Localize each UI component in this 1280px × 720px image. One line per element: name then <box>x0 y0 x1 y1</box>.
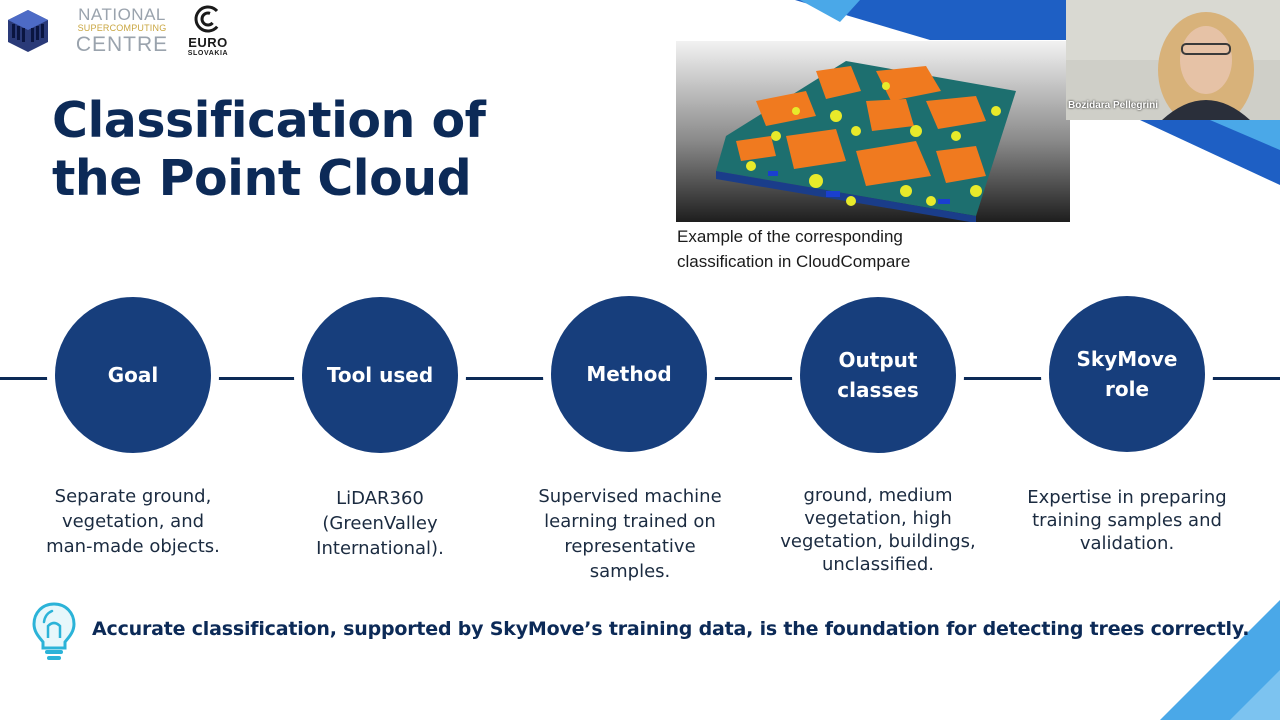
step-description-goal: Separate ground, vegetation, and man-mad… <box>23 484 243 559</box>
eurocc-emblem-icon <box>194 5 222 33</box>
desc-line: LiDAR360 <box>336 488 424 509</box>
webcam-tile[interactable]: Bozidara Pellegrini <box>1066 0 1280 120</box>
euro-logo: EURO SLOVAKIA <box>184 4 232 57</box>
ncc-logo-line2: SUPERCOMPUTING <box>77 23 167 33</box>
desc-line: training samples and <box>1032 510 1222 531</box>
desc-line: ground, medium <box>803 485 953 506</box>
desc-line: Separate ground, <box>54 486 212 507</box>
slide-title: Classification of the Point Cloud <box>52 92 572 208</box>
desc-line: unclassified. <box>821 554 935 575</box>
image-caption-line2: classification in CloudCompare <box>677 252 911 271</box>
desc-line: Expertise in preparing <box>1027 487 1227 508</box>
desc-line: vegetation, and <box>61 511 205 532</box>
step-label-line2: classes <box>837 378 919 402</box>
slide-title-line1: Classification of <box>52 92 486 149</box>
footer-statement: Accurate classification, supported by Sk… <box>92 618 1250 640</box>
point-cloud-image <box>676 41 1070 222</box>
desc-line: International). <box>316 538 444 559</box>
step-description-output-classes: ground, medium vegetation, high vegetati… <box>758 484 998 576</box>
euro-logo-line2: SLOVAKIA <box>187 50 229 57</box>
desc-line: vegetation, buildings, <box>780 531 976 552</box>
euro-logo-line1: EURO <box>188 35 228 50</box>
desc-line: validation. <box>1079 533 1175 554</box>
desc-line: representative <box>564 536 696 557</box>
step-circle-method: Method <box>551 296 707 452</box>
step-label: Method <box>586 362 672 386</box>
step-circle-tool-used: Tool used <box>302 297 458 453</box>
image-caption-line1: Example of the corresponding <box>677 227 903 246</box>
desc-line: vegetation, high <box>804 508 952 529</box>
step-circle-goal: Goal <box>55 297 211 453</box>
step-description-skymove-role: Expertise in preparing training samples … <box>1007 486 1247 555</box>
ncc-logo-line3: CENTRE <box>75 33 169 56</box>
step-description-tool-used: LiDAR360 (GreenValley International). <box>270 486 490 561</box>
step-label: Goal <box>107 363 159 387</box>
step-label-line2: role <box>1104 377 1150 401</box>
desc-line: samples. <box>589 561 671 582</box>
step-circle-output-classes: Output classes <box>800 297 956 453</box>
image-caption: Example of the corresponding classificat… <box>677 224 997 274</box>
desc-line: (GreenValley <box>322 513 438 534</box>
desc-line: learning trained on <box>544 511 716 532</box>
ncc-logo: NATIONAL SUPERCOMPUTING CENTRE <box>72 6 172 55</box>
ncc-logo-line1: NATIONAL <box>78 5 166 24</box>
step-label: SkyMove <box>1076 347 1178 371</box>
participant-name: Bozidara Pellegrini <box>1068 100 1159 111</box>
desc-line: man-made objects. <box>46 536 220 557</box>
step-circle-skymove-role: SkyMove role <box>1049 296 1205 452</box>
step-label: Tool used <box>326 363 434 387</box>
participant-video <box>1066 0 1280 120</box>
step-description-method: Supervised machine learning trained on r… <box>520 484 740 584</box>
desc-line: Supervised machine <box>538 486 722 507</box>
cube-logo-icon <box>6 8 50 52</box>
step-label: Output <box>838 348 918 372</box>
lightbulb-icon <box>30 600 78 664</box>
slide-title-line2: the Point Cloud <box>52 150 472 207</box>
